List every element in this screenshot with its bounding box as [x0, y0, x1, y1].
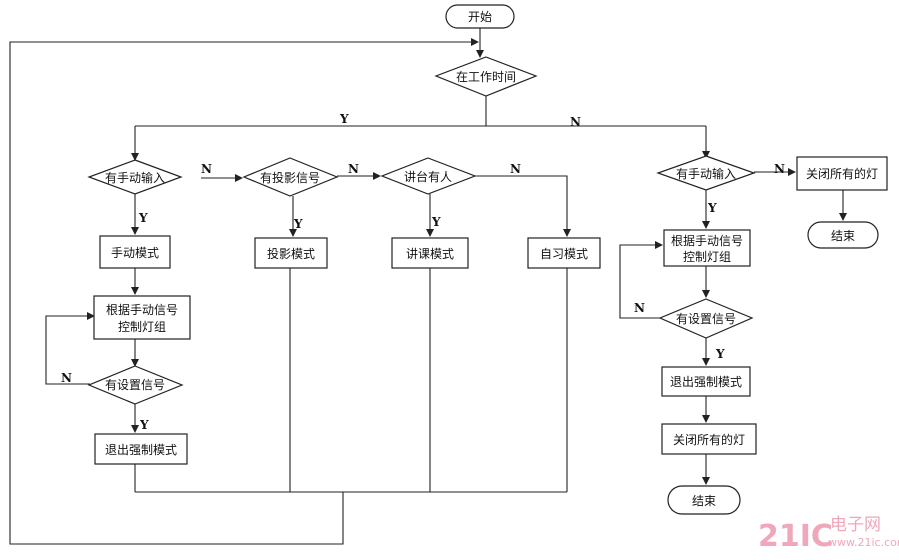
connectors — [9, 28, 847, 545]
left-control-line2: 控制灯组 — [118, 320, 166, 334]
label-right-set-yes: Y — [715, 347, 725, 361]
top-end-label: 结束 — [831, 229, 855, 243]
podium-decision: 讲台有人 — [380, 157, 477, 195]
right-off-process: 关闭所有的灯 — [661, 423, 757, 455]
label-right-set-no: N — [634, 301, 645, 315]
right-control-shape — [663, 229, 751, 267]
branch-labels: Y N Y N Y N Y N N Y N Y N Y — [61, 112, 785, 432]
podium-shape — [380, 157, 477, 195]
manual-mode-shape — [99, 235, 171, 269]
label-podium-no: N — [510, 162, 521, 176]
edge-podium-no — [474, 175, 571, 237]
label-left-manual-no: N — [201, 162, 212, 176]
right-control-line1: 根据手动信号 — [671, 234, 743, 248]
start-label: 开始 — [468, 10, 492, 24]
start-terminal: 开始 — [445, 4, 515, 29]
self-study-process: 自习模式 — [527, 237, 601, 269]
left-control-process: 根据手动信号 控制灯组 — [93, 295, 191, 340]
manual-mode-label: 手动模式 — [111, 246, 159, 260]
watermark-url: www.21ic.com — [828, 536, 899, 549]
top-end-terminal: 结束 — [807, 221, 879, 249]
right-exit-process: 退出强制模式 — [661, 366, 751, 397]
right-set-label: 有设置信号 — [676, 312, 736, 326]
left-exit-shape — [94, 433, 188, 465]
label-right-manual-yes: Y — [707, 201, 717, 215]
projection-decision: 有投影信号 — [242, 157, 339, 197]
right-end-label: 结束 — [692, 494, 716, 508]
right-manual-shape — [656, 155, 756, 191]
left-set-label: 有设置信号 — [105, 378, 165, 392]
manual-mode-process: 手动模式 — [99, 235, 171, 269]
right-set-shape — [658, 298, 754, 339]
left-manual-shape — [87, 159, 183, 195]
lecture-mode-process: 讲课模式 — [391, 237, 469, 269]
start-shape — [445, 4, 515, 29]
worktime-label: 在工作时间 — [456, 70, 516, 84]
projection-mode-process: 投影模式 — [254, 237, 328, 269]
top-off-shape — [796, 156, 888, 191]
self-study-label: 自习模式 — [540, 247, 588, 261]
left-set-shape — [87, 365, 184, 405]
left-manual-label: 有手动输入 — [105, 170, 165, 185]
watermark-cn: 电子网 — [830, 515, 881, 535]
left-control-line1: 根据手动信号 — [106, 303, 178, 317]
projection-label: 有投影信号 — [260, 170, 320, 185]
label-left-set-yes: Y — [139, 418, 149, 432]
left-exit-process: 退出强制模式 — [94, 433, 188, 465]
left-set-decision: 有设置信号 — [87, 365, 184, 405]
right-control-process: 根据手动信号 控制灯组 — [663, 229, 751, 267]
label-projection-yes: Y — [293, 217, 303, 231]
lecture-mode-shape — [391, 237, 469, 269]
right-off-shape — [661, 423, 757, 455]
edge-left-set-no-loop — [45, 312, 95, 385]
right-end-terminal: 结束 — [667, 485, 741, 515]
label-left-manual-yes: Y — [138, 211, 148, 225]
top-end-shape — [807, 221, 879, 249]
worktime-shape — [434, 56, 538, 97]
left-manual-decision: 有手动输入 — [87, 159, 183, 195]
right-end-shape — [667, 485, 741, 515]
label-left-set-no: N — [61, 371, 72, 385]
label-podium-yes: Y — [431, 215, 441, 229]
lecture-mode-label: 讲课模式 — [406, 246, 454, 261]
right-control-line2: 控制灯组 — [683, 250, 731, 264]
right-exit-shape — [661, 366, 751, 397]
right-exit-label: 退出强制模式 — [670, 375, 742, 389]
right-set-decision: 有设置信号 — [658, 298, 754, 339]
label-worktime-yes: Y — [339, 112, 349, 126]
left-control-shape — [93, 295, 191, 340]
projection-mode-shape — [254, 237, 328, 269]
label-worktime-no: N — [570, 115, 581, 129]
projection-mode-label: 投影模式 — [267, 246, 315, 261]
edge-right-set-no-loop — [619, 241, 663, 319]
label-projection-no: N — [348, 162, 359, 176]
right-off-label: 关闭所有的灯 — [673, 432, 745, 447]
watermark-logo: 21IC — [758, 519, 833, 554]
top-off-label: 关闭所有的灯 — [806, 166, 878, 181]
projection-shape — [242, 157, 339, 197]
right-manual-decision: 有手动输入 — [656, 155, 756, 191]
watermark: 21IC 电子网 www.21ic.com — [758, 515, 899, 554]
top-off-process: 关闭所有的灯 — [796, 156, 888, 191]
edge-loop-back — [9, 38, 479, 545]
worktime-decision: 在工作时间 — [434, 56, 538, 97]
podium-label: 讲台有人 — [404, 169, 452, 184]
right-manual-label: 有手动输入 — [676, 166, 736, 181]
self-study-shape — [527, 237, 601, 269]
left-exit-label: 退出强制模式 — [105, 443, 177, 457]
label-right-manual-no: N — [774, 162, 785, 176]
